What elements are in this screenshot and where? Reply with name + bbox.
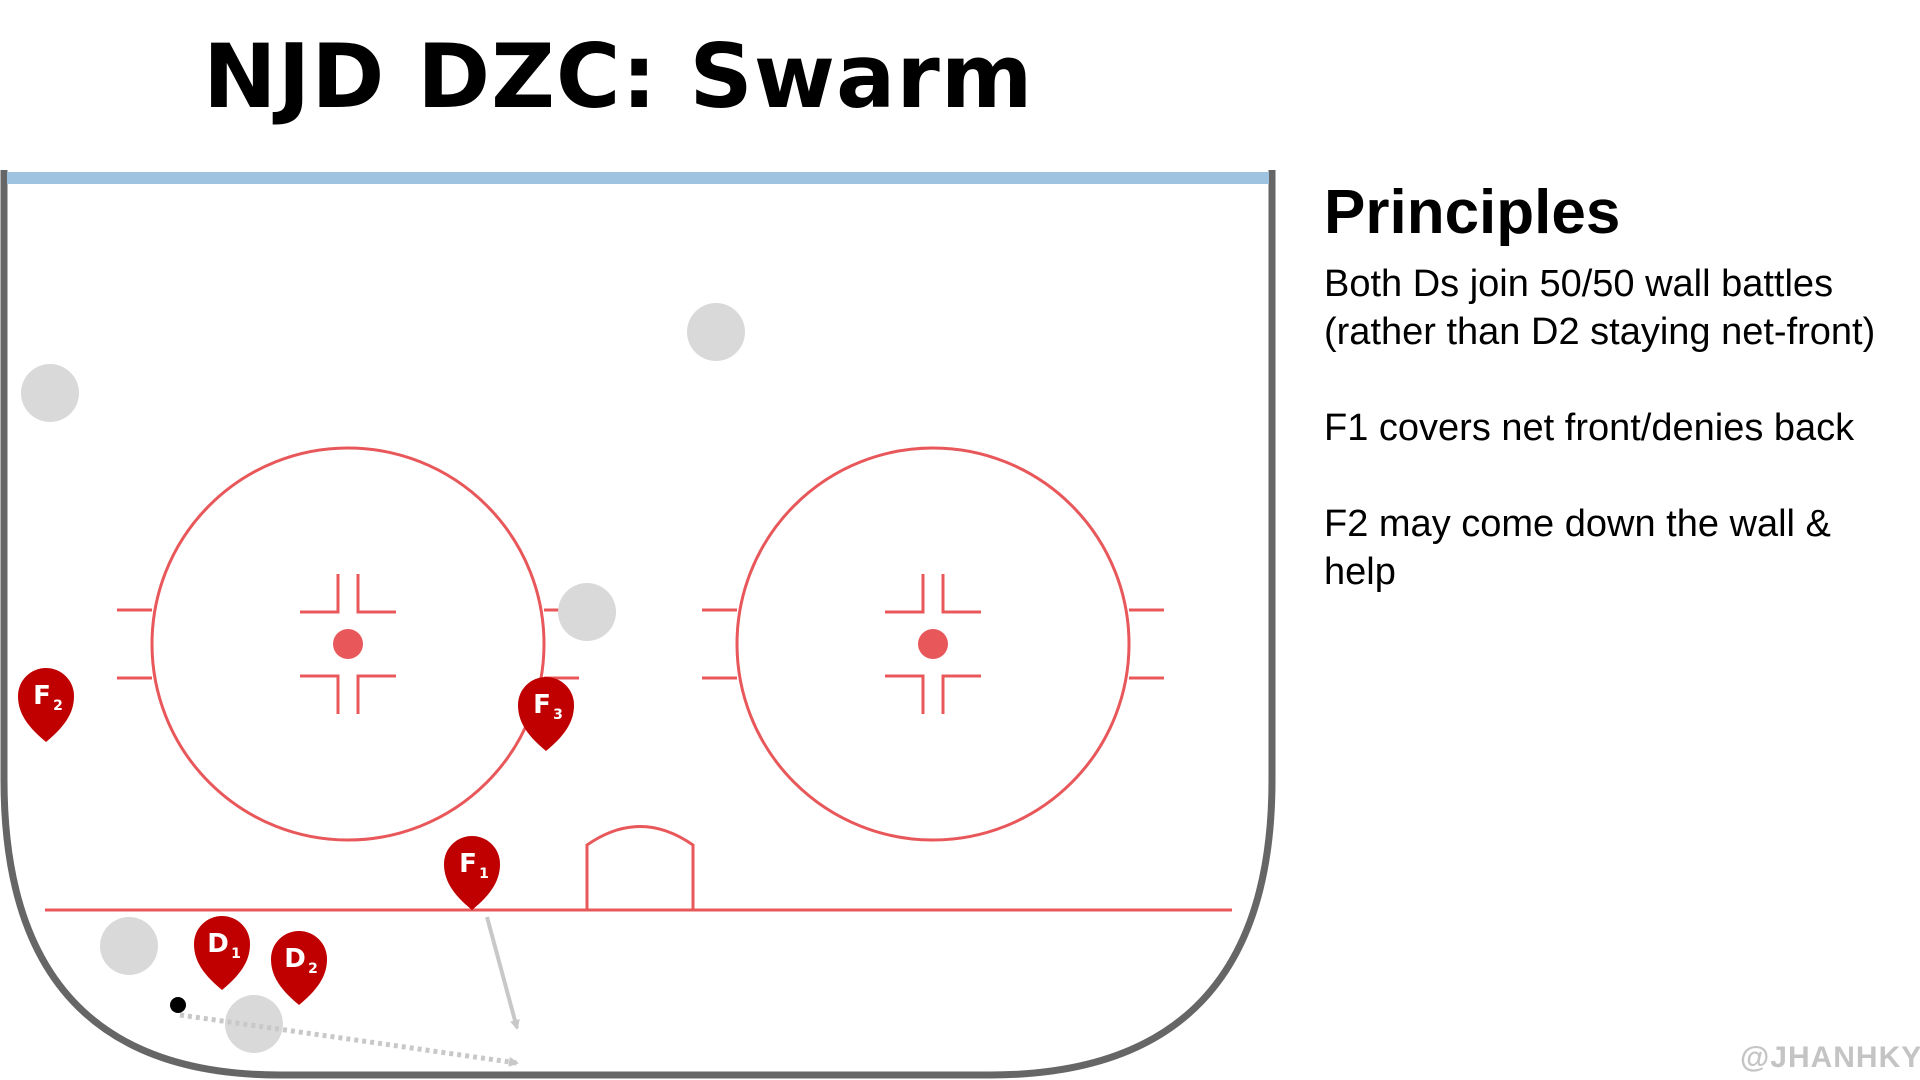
faceoff-dot-right (918, 629, 948, 659)
player-marker-f2: F 2 (18, 668, 74, 742)
player-marker-label: F (459, 849, 477, 879)
player-marker-d2: D 2 (271, 931, 327, 1005)
arrow-icon (485, 916, 520, 1030)
player-marker-label: F (33, 681, 51, 711)
player-marker-f3: F 3 (518, 677, 574, 751)
faceoff-dot-left (333, 629, 363, 659)
principle-item: Both Ds join 50/50 wall battles (rather … (1324, 263, 1876, 353)
player-marker-number: 2 (53, 698, 63, 714)
player-marker-f1: F 1 (444, 836, 500, 910)
player-marker-d1: D 1 (194, 916, 250, 990)
player-marker-number: 2 (308, 961, 318, 977)
player-marker-number: 1 (479, 866, 489, 882)
principle-item: F1 covers net front/denies back (1324, 407, 1855, 449)
opponent-icon (558, 583, 616, 641)
faceoff-circle-right (702, 446, 1164, 842)
opponent-icon (100, 917, 158, 975)
player-marker-label: D (284, 944, 306, 974)
player-marker-number: 1 (231, 946, 241, 962)
principles-panel: Principles Both Ds join 50/50 wall battl… (1324, 178, 1904, 644)
player-marker-label: D (207, 929, 229, 959)
blue-line (7, 172, 1269, 184)
arrow-icon (179, 1012, 519, 1067)
principles-heading: Principles (1324, 178, 1621, 247)
goal-crease (585, 825, 695, 910)
player-marker-number: 3 (553, 707, 563, 723)
author-watermark: @JHANHKY (1740, 1041, 1920, 1074)
diagram-title: NJD DZC: Swarm (203, 25, 1034, 128)
puck-icon (170, 997, 186, 1013)
opponent-icon (21, 364, 79, 422)
opponent-icon (687, 303, 745, 361)
rink-boards (0, 170, 1276, 1079)
principle-item: F2 may come down the wall & help (1324, 503, 1831, 593)
player-marker-label: F (533, 690, 551, 720)
